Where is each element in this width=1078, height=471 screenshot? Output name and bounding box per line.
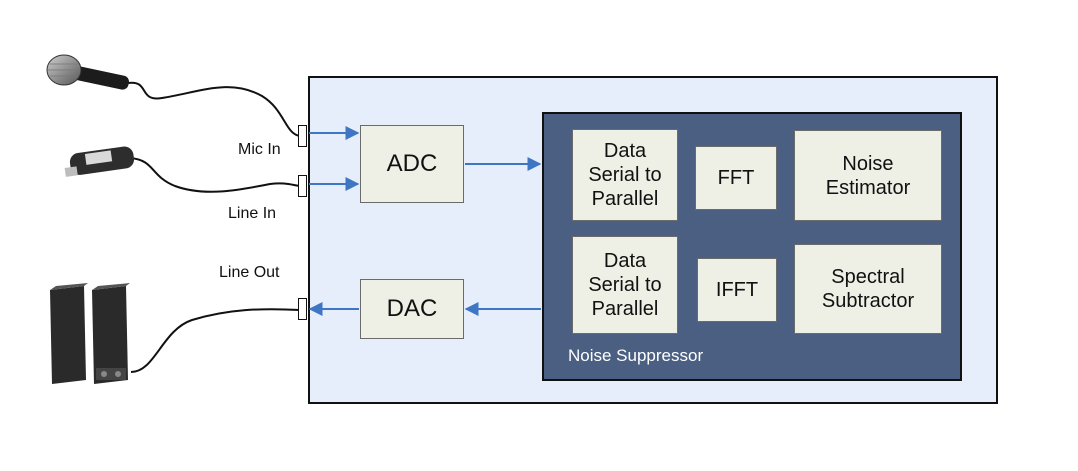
line-out-label: Line Out — [219, 264, 280, 281]
line-out-cable — [130, 308, 301, 373]
mic-cable — [127, 81, 301, 137]
line-in-cable — [129, 157, 301, 193]
mic-in-label: Mic In — [238, 141, 281, 158]
mic-in-jack — [298, 125, 307, 147]
adc-block: ADC — [360, 125, 464, 203]
line-in-label: Line In — [228, 205, 277, 222]
microphone-icon — [46, 54, 129, 90]
noise-estimator-block: Noise Estimator — [794, 130, 942, 221]
noise-suppressor-label: Noise Suppressor — [568, 346, 704, 365]
speakers-icon — [50, 283, 130, 384]
line-out-jack — [298, 298, 307, 320]
serial-to-parallel-block-1: Data Serial to Parallel — [572, 129, 678, 221]
fft-block: FFT — [695, 146, 777, 210]
dac-block: DAC — [360, 279, 464, 339]
spectral-subtractor-block: Spectral Subtractor — [794, 244, 942, 334]
serial-to-parallel-block-2: Data Serial to Parallel — [572, 236, 678, 334]
ifft-block: IFFT — [697, 258, 777, 322]
mp3-player-icon — [64, 146, 135, 177]
line-in-jack — [298, 175, 307, 197]
